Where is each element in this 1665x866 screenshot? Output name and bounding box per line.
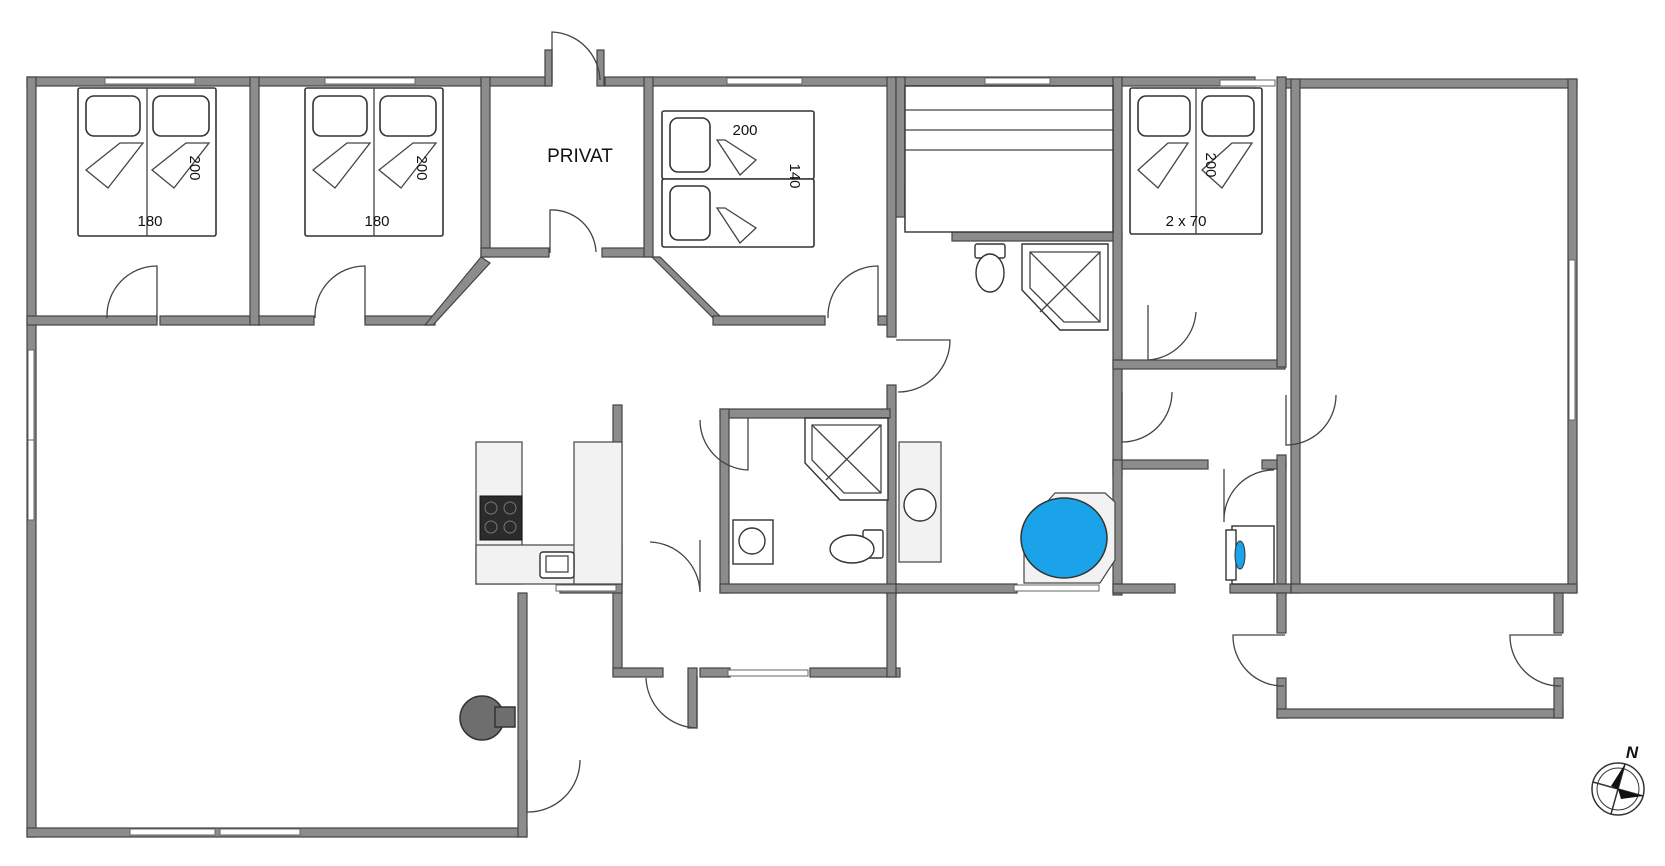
- bathroom-1: [974, 243, 1109, 331]
- fireplace: [459, 695, 516, 741]
- bed-width-label: 140: [786, 163, 803, 188]
- bedroom-4: 2 x 70 200: [1129, 87, 1263, 235]
- room-label-privat: PRIVAT: [547, 146, 613, 167]
- windows: [27, 77, 1576, 836]
- doors: [106, 31, 1562, 813]
- compass-north-label: N: [1626, 743, 1639, 762]
- stove: [479, 495, 523, 541]
- bed-length-label: 200: [413, 155, 430, 180]
- bed-width-label: 2 x 70: [1166, 213, 1207, 230]
- bed-length-label: 200: [1202, 152, 1219, 177]
- kitchen: [475, 441, 623, 585]
- bathtub: [1020, 492, 1116, 584]
- bed-length-label: 200: [186, 155, 203, 180]
- staircase: [904, 85, 1114, 233]
- bedroom-1: 180 200: [77, 87, 217, 237]
- bed-width-label: 180: [364, 213, 389, 230]
- bed-length-label: 200: [732, 122, 757, 139]
- washing-machine: [1225, 525, 1275, 585]
- bathroom-2: [732, 417, 942, 565]
- bedroom-3: 200 140: [661, 110, 815, 248]
- compass: N: [1591, 743, 1645, 816]
- bedroom-2: 180 200: [304, 87, 444, 237]
- bed-width-label: 180: [137, 213, 162, 230]
